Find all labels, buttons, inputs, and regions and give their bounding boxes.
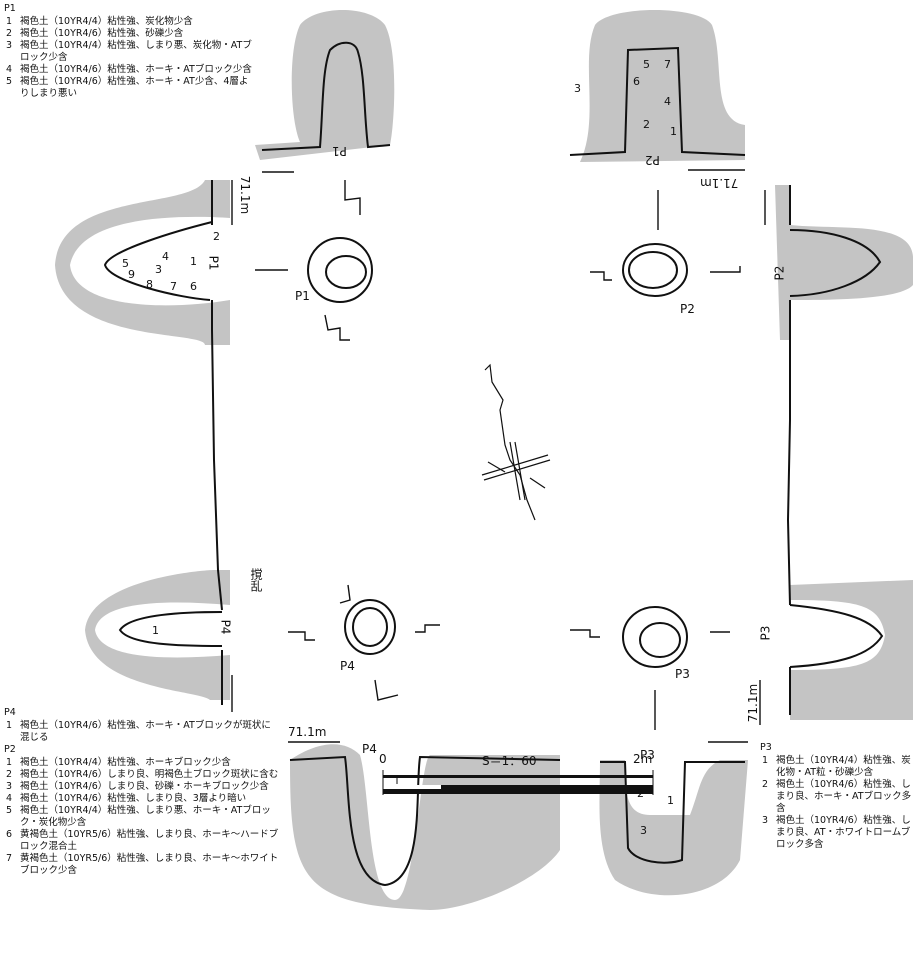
label-p3-section-right: P3 bbox=[758, 625, 773, 641]
layer-number: 2 bbox=[213, 230, 220, 243]
north-arrow-icon bbox=[481, 363, 551, 521]
elevation-label-right-bottom: 71.1m bbox=[746, 683, 761, 723]
layer-number: 1 bbox=[190, 255, 197, 268]
label-p3-section-bottom: P3 bbox=[640, 748, 655, 762]
scale-zero: 0 bbox=[379, 752, 387, 766]
legend-p2-title: P2 bbox=[4, 744, 16, 755]
layer-number: 2 bbox=[637, 787, 644, 800]
label-p2-section-top: P2 bbox=[645, 153, 660, 167]
layer-number: 1 bbox=[667, 794, 674, 807]
layer-number: 5 bbox=[643, 58, 650, 71]
layer-number: 2 bbox=[643, 118, 650, 131]
layer-number: 6 bbox=[190, 280, 197, 293]
layer-number: 9 bbox=[128, 268, 135, 281]
section-walls bbox=[55, 10, 913, 910]
layer-number: 1 bbox=[152, 624, 159, 637]
label-p3-plan: P3 bbox=[675, 667, 690, 681]
section-outlines bbox=[103, 41, 884, 887]
layer-number: 7 bbox=[170, 280, 177, 293]
layer-number: 3 bbox=[155, 263, 162, 276]
label-p1-section-left: P1 bbox=[206, 255, 221, 271]
label-p2-section-right: P2 bbox=[772, 265, 787, 281]
label-p1-section-top: P1 bbox=[332, 144, 347, 158]
disturbance-label: 撹乱 bbox=[249, 568, 263, 592]
section-markers bbox=[255, 180, 741, 730]
elevation-label-right-top: 71.1m bbox=[700, 176, 739, 190]
elevation-label-left-top: 71.1m bbox=[238, 175, 253, 215]
datum-lines bbox=[231, 169, 766, 743]
layer-number: 4 bbox=[162, 250, 169, 263]
layer-number: 3 bbox=[640, 824, 647, 837]
layer-number: 5 bbox=[122, 257, 129, 270]
legend-p1-title: P1 bbox=[4, 3, 16, 14]
elevation-label-bottom: 71.1m bbox=[288, 725, 327, 739]
layer-number: 6 bbox=[633, 75, 640, 88]
scale-ratio: S＝1：60 bbox=[482, 754, 537, 768]
scale-end: 2m bbox=[633, 752, 653, 766]
postholes bbox=[307, 237, 688, 668]
pit-boundary bbox=[211, 180, 791, 715]
layer-number: 4 bbox=[664, 95, 671, 108]
legend-p4-title: P4 bbox=[4, 707, 16, 718]
label-p4-section-bottom: P4 bbox=[362, 742, 377, 756]
legend-p3-title: P3 bbox=[760, 742, 772, 753]
label-p2-plan: P2 bbox=[680, 302, 695, 316]
layer-number: 3 bbox=[574, 82, 581, 95]
label-p4-section-left: P4 bbox=[218, 619, 233, 635]
layer-number: 8 bbox=[146, 278, 153, 291]
scale-bar bbox=[382, 770, 654, 795]
label-p1-plan: P1 bbox=[295, 289, 310, 303]
label-p4-plan: P4 bbox=[340, 659, 355, 673]
layer-number: 1 bbox=[670, 125, 677, 138]
layer-number: 7 bbox=[664, 58, 671, 71]
